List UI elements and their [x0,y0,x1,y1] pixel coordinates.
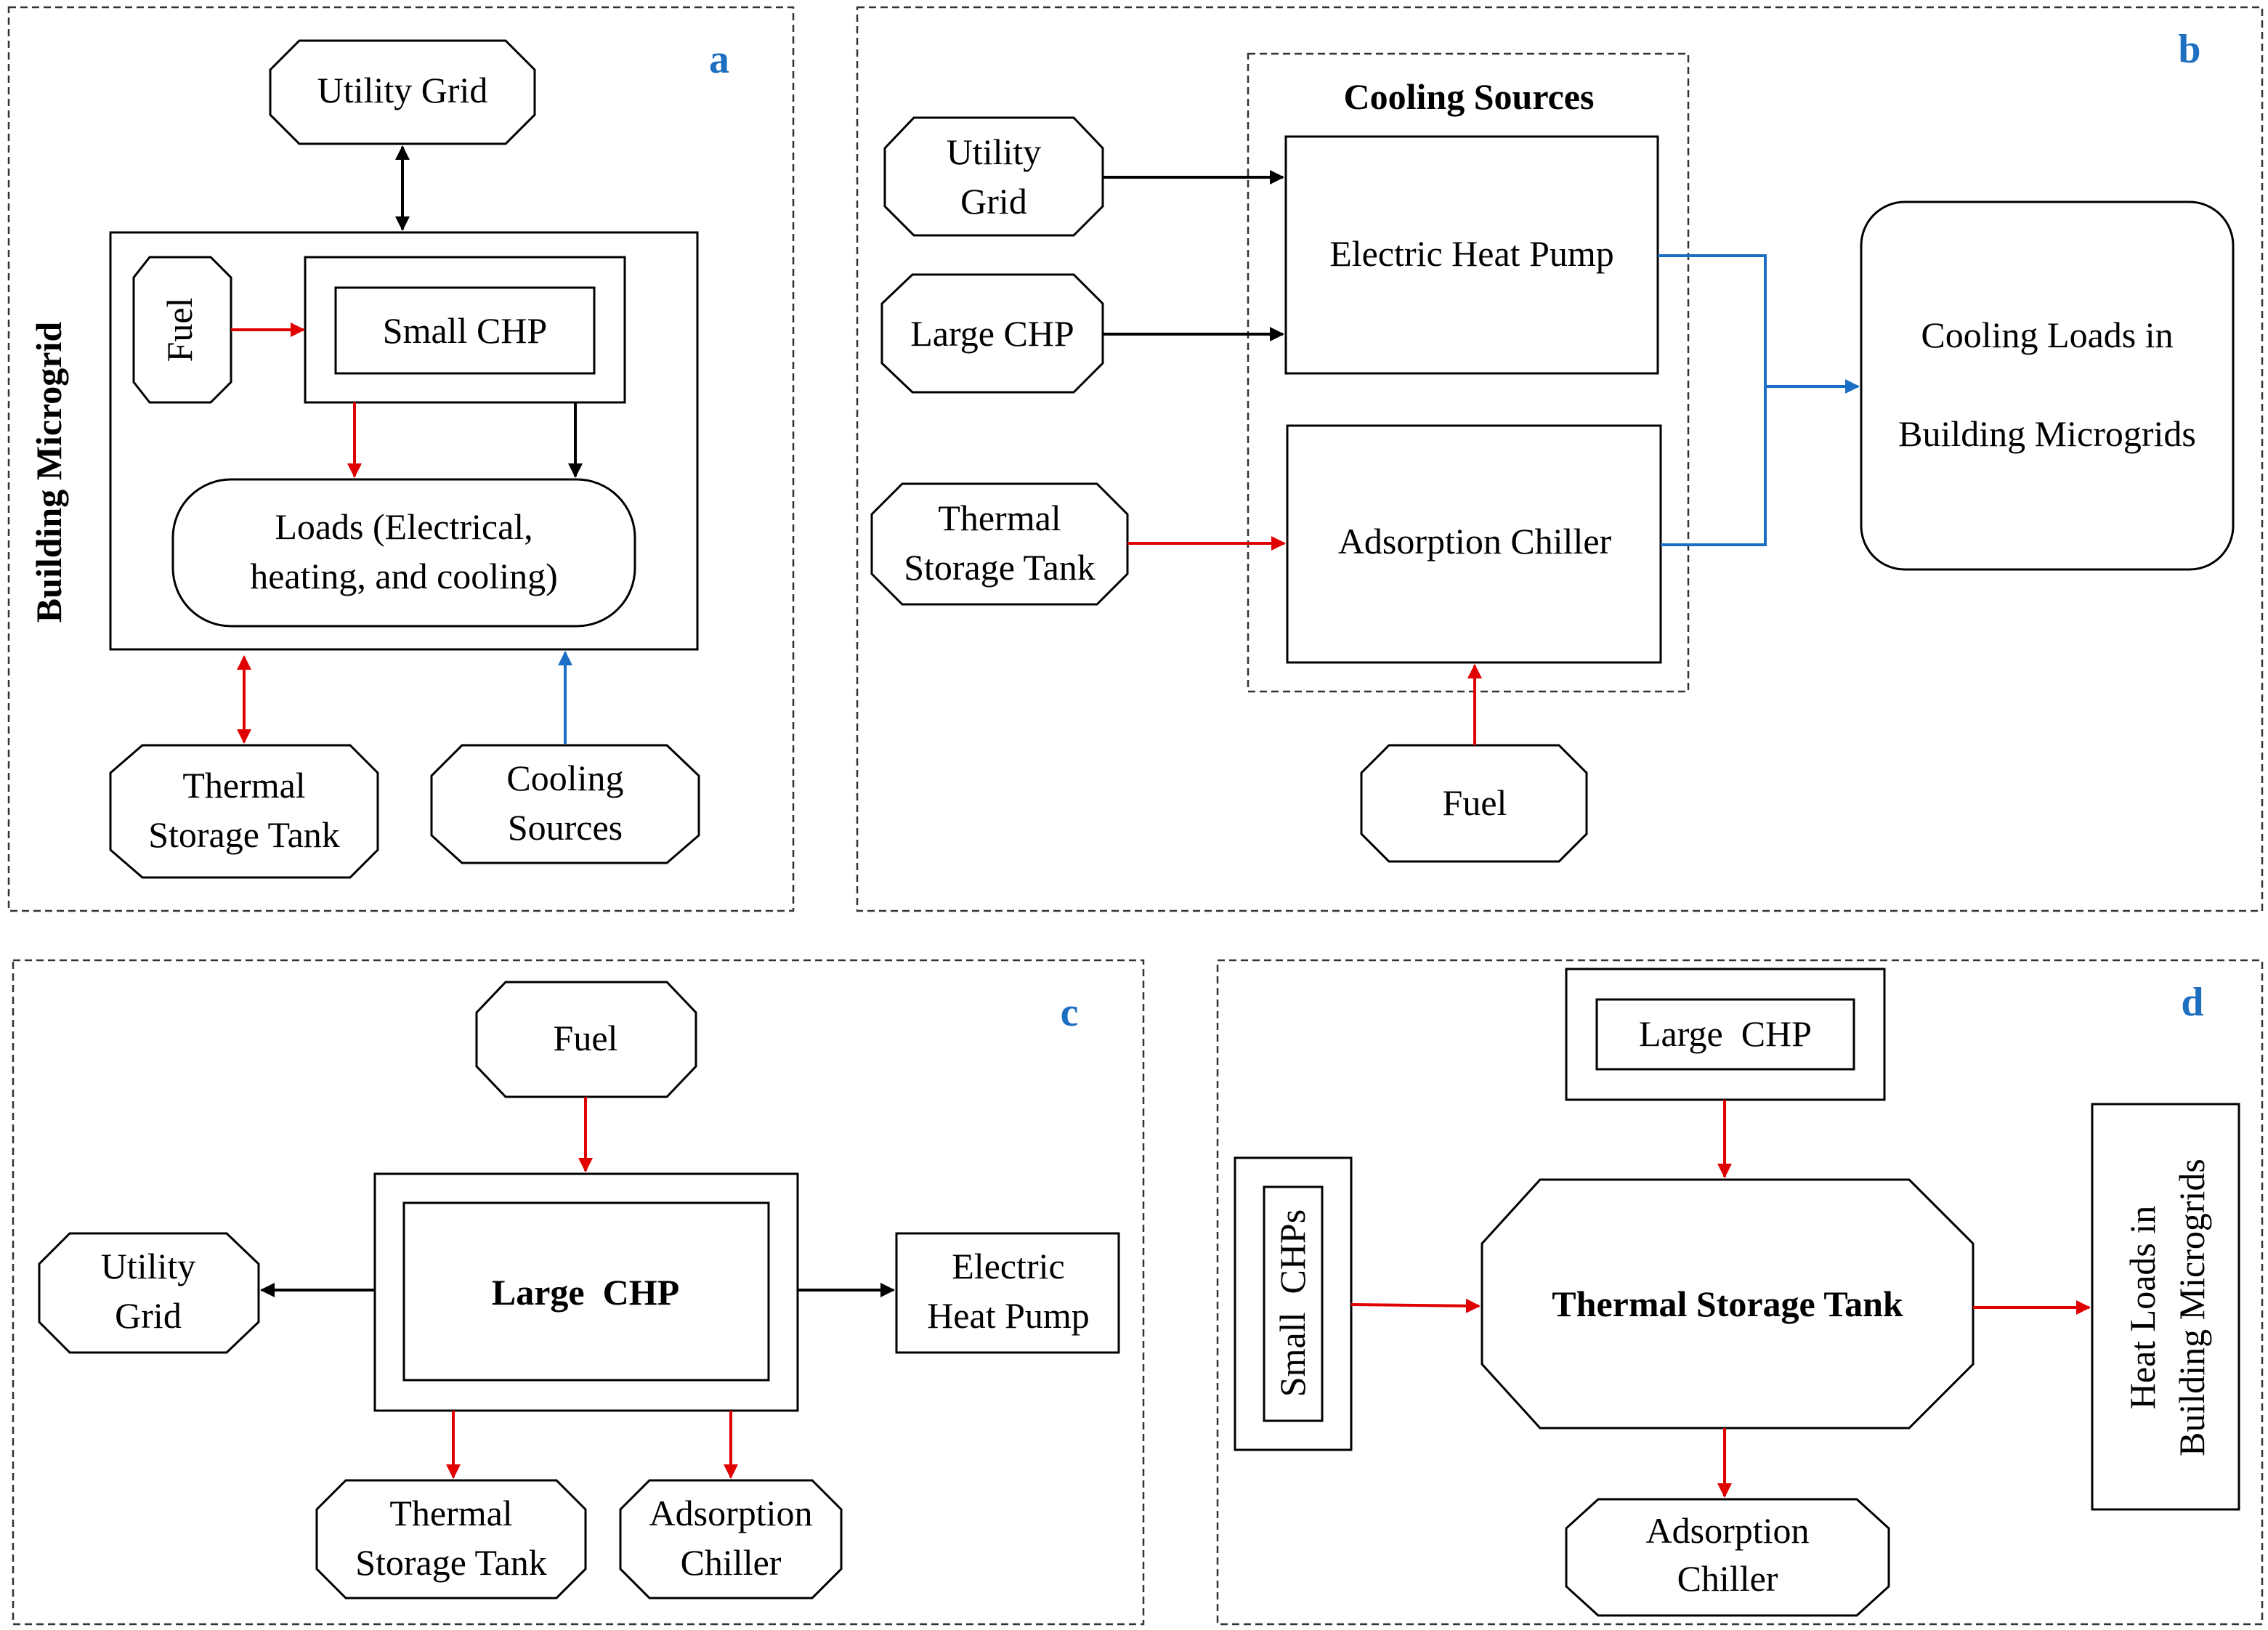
small-chp-label: Small CHP [383,310,547,351]
c-adsorption-node [619,1479,843,1599]
c-thermal-storage-label-line1: Thermal [389,1493,512,1533]
panel-c-frame [12,959,1145,1626]
c-heat-pump-label-line1: Electric [952,1246,1064,1286]
cooling-sources-group-title: Cooling Sources [1344,76,1595,117]
thermal-storage-label-line2: Storage Tank [148,814,340,855]
heat-pump-label: Electric Heat Pump [1329,233,1614,274]
arrow-d-small-chps-tank [1350,1298,1481,1313]
panel-a-label: a [709,37,729,82]
c-fuel-node [475,981,697,1098]
panel-b-frame [856,6,2264,912]
small-chp-node [334,286,596,375]
c-fuel-label: Fuel [554,1018,618,1058]
adsorption-chiller-label: Adsorption Chiller [1338,521,1612,561]
c-adsorption-label-line2: Chiller [681,1542,782,1583]
d-heat-loads-label-line1: Heat Loads in [2122,1206,2163,1409]
b-thermal-storage-label-line1: Thermal [938,498,1061,538]
loads-node [171,478,636,628]
c-thermal-storage-node [315,1479,587,1599]
d-large-chp-label: Large CHP [1639,1013,1812,1054]
thermal-storage-label-line1: Thermal [182,765,305,806]
cooling-sources-label-line2: Sources [508,807,623,848]
fuel-node [132,256,232,404]
c-large-chp-label: Large CHP [492,1272,679,1313]
b-large-chp-node [880,273,1104,394]
loads-label-line2: heating, and cooling) [250,556,558,596]
b-fuel-label: Fuel [1443,782,1507,823]
b-large-chp-label: Large CHP [910,313,1074,354]
panel-d: d Large CHP Small CHPs Thermal Storage T… [1216,959,2264,1626]
cooling-loads-node [1860,200,2235,571]
c-utility-grid-label-line2: Grid [115,1295,182,1336]
panel-a: a Building Microgrid Utility Grid Fuel S… [7,6,795,912]
thermal-storage-node [109,744,379,879]
cooling-sources-group [1247,52,1690,693]
heat-pump-node [1284,135,1659,375]
d-large-chp-node [1595,998,1855,1071]
utility-grid-node [269,39,536,145]
panel-d-label: d [2181,980,2203,1025]
adsorption-chiller-node [1286,424,1662,664]
d-small-chps-node [1263,1185,1324,1422]
d-thermal-tank-node [1481,1178,1975,1430]
b-utility-grid-label-line1: Utility [947,131,1042,172]
loads-label-line1: Loads (Electrical, [275,506,532,547]
d-small-chps-label: Small CHPs [1272,1209,1313,1397]
panel-a-frame [7,6,795,912]
cooling-sources-node [430,744,700,864]
b-thermal-storage-label-line2: Storage Tank [904,547,1095,588]
b-utility-grid-node [883,116,1104,237]
d-heat-loads-label-line2: Building Microgrids [2171,1159,2212,1456]
b-thermal-storage-node [870,482,1129,606]
panel-b: b Cooling Sources Electric Heat Pump Ads… [856,6,2264,912]
c-thermal-storage-label-line2: Storage Tank [355,1542,547,1583]
d-adsorption-node [1565,1498,1890,1617]
b-fuel-node [1360,744,1588,863]
c-large-chp-node [402,1201,770,1382]
d-adsorption-label-line2: Chiller [1677,1558,1778,1599]
utility-grid-label: Utility Grid [317,70,488,110]
cooling-output-bus [1658,254,1767,546]
cooling-loads-label-line1: Cooling Loads in [1921,315,2173,355]
c-heat-pump-label-line2: Heat Pump [927,1295,1090,1336]
panel-c: c Fuel Large CHP Utility Grid Electric H… [12,959,1145,1626]
cooling-sources-label-line1: Cooling [506,758,623,798]
panel-d-frame [1216,959,2264,1626]
cooling-loads-label-line2: Building Microgrids [1898,413,2196,454]
d-thermal-tank-label: Thermal Storage Tank [1552,1284,1903,1324]
panel-c-label: c [1061,990,1079,1035]
d-adsorption-label-line1: Adsorption [1646,1510,1810,1551]
c-adsorption-label-line1: Adsorption [649,1493,813,1533]
c-utility-grid-label-line1: Utility [101,1246,196,1286]
panel-b-label: b [2178,27,2200,72]
building-microgrid-label: Building Microgrid [28,322,69,623]
d-heat-loads-node [2091,1103,2240,1511]
fuel-label: Fuel [159,298,200,362]
c-heat-pump-node [895,1232,1120,1354]
c-utility-grid-node [38,1232,260,1354]
b-utility-grid-label-line2: Grid [960,181,1027,222]
